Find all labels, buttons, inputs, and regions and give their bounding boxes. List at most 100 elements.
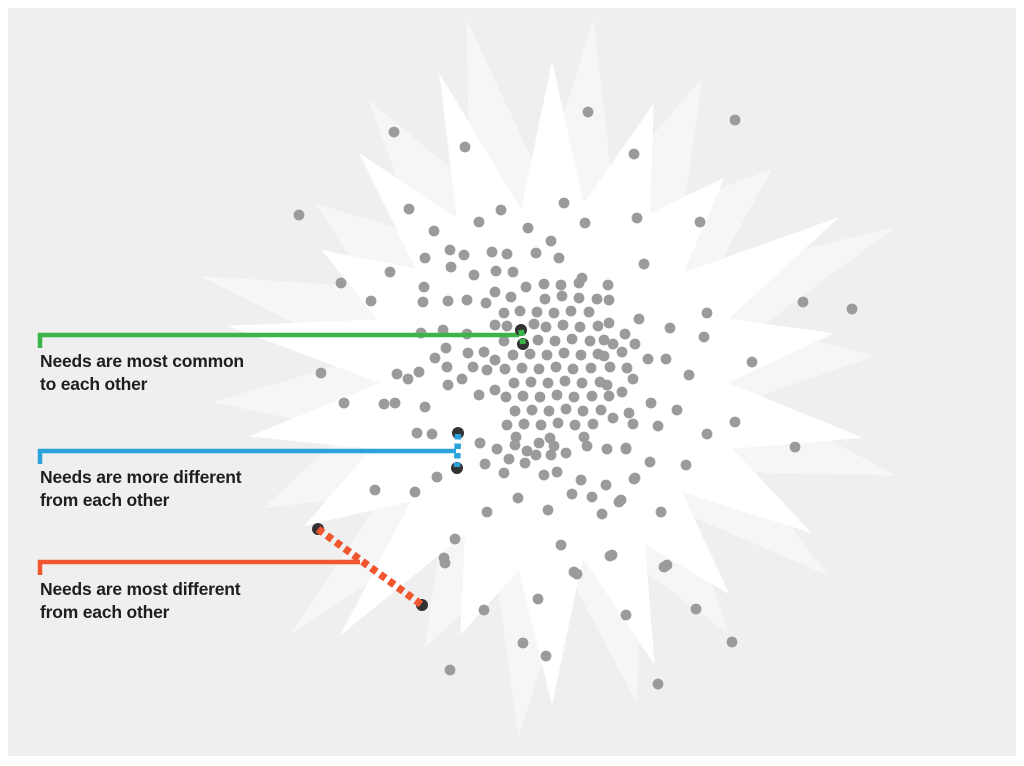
need-dot xyxy=(505,291,517,303)
need-dot xyxy=(468,269,480,281)
need-dot xyxy=(573,292,585,304)
need-dot xyxy=(456,373,468,385)
need-dot xyxy=(548,440,560,452)
need-dot xyxy=(603,294,615,306)
need-dot xyxy=(429,352,441,364)
need-dot xyxy=(573,277,585,289)
need-dot xyxy=(600,479,612,491)
need-dot xyxy=(575,474,587,486)
need-dot xyxy=(661,559,673,571)
need-dot xyxy=(598,334,610,346)
need-dot xyxy=(418,281,430,293)
need-dot xyxy=(459,141,471,153)
need-dot xyxy=(428,225,440,237)
need-dot xyxy=(797,296,809,308)
need-dot xyxy=(524,348,536,360)
annotation-bracket-most-common xyxy=(37,332,519,348)
need-dot xyxy=(726,636,738,648)
need-dot xyxy=(601,379,613,391)
need-dot xyxy=(569,419,581,431)
need-dot xyxy=(729,114,741,126)
need-dot xyxy=(467,361,479,373)
need-dot xyxy=(426,428,438,440)
need-dot xyxy=(551,389,563,401)
need-dot xyxy=(532,593,544,605)
need-dot xyxy=(607,338,619,350)
need-dot xyxy=(489,286,501,298)
need-dot xyxy=(501,320,513,332)
need-dot xyxy=(538,469,550,481)
need-dot xyxy=(409,486,421,498)
need-dot xyxy=(664,322,676,334)
need-dot xyxy=(501,419,513,431)
need-dot xyxy=(560,447,572,459)
need-dot xyxy=(556,290,568,302)
need-dot xyxy=(520,281,532,293)
need-dot xyxy=(559,375,571,387)
need-dot xyxy=(604,361,616,373)
need-dot xyxy=(518,418,530,430)
need-dot xyxy=(389,397,401,409)
need-dot xyxy=(391,368,403,380)
need-dot xyxy=(293,209,305,221)
need-dot xyxy=(566,488,578,500)
need-dot xyxy=(644,456,656,468)
need-dot xyxy=(620,442,632,454)
need-dot xyxy=(542,377,554,389)
need-dot xyxy=(623,407,635,419)
need-dot xyxy=(544,432,556,444)
need-dot xyxy=(458,249,470,261)
need-dot xyxy=(473,389,485,401)
need-dot xyxy=(698,331,710,343)
need-dot xyxy=(690,603,702,615)
need-dot xyxy=(514,305,526,317)
need-dot xyxy=(596,508,608,520)
need-dot xyxy=(512,492,524,504)
need-dot xyxy=(555,539,567,551)
need-dot xyxy=(441,361,453,373)
need-dot xyxy=(419,401,431,413)
need-dot xyxy=(500,391,512,403)
need-dot xyxy=(603,317,615,329)
need-dot xyxy=(532,334,544,346)
need-dot xyxy=(598,350,610,362)
need-dot xyxy=(431,471,443,483)
need-dot xyxy=(528,318,540,330)
need-dot xyxy=(489,319,501,331)
need-dot xyxy=(533,437,545,449)
need-dot xyxy=(535,419,547,431)
need-dot xyxy=(498,307,510,319)
need-dot xyxy=(315,367,327,379)
need-dot xyxy=(541,349,553,361)
need-dot xyxy=(694,216,706,228)
need-dot xyxy=(567,363,579,375)
need-dot xyxy=(480,297,492,309)
need-dot xyxy=(660,353,672,365)
need-dot xyxy=(616,346,628,358)
need-dot xyxy=(729,416,741,428)
need-dot xyxy=(560,403,572,415)
need-dot xyxy=(503,453,515,465)
need-dot xyxy=(582,106,594,118)
need-dot xyxy=(530,449,542,461)
need-dot xyxy=(613,496,625,508)
need-dot xyxy=(490,265,502,277)
need-dot xyxy=(671,404,683,416)
need-dot xyxy=(437,324,449,336)
need-dot xyxy=(619,328,631,340)
need-dot xyxy=(558,347,570,359)
need-dot xyxy=(565,305,577,317)
need-dot xyxy=(491,443,503,455)
need-dot xyxy=(549,335,561,347)
need-dot xyxy=(369,484,381,496)
need-dot xyxy=(577,405,589,417)
annotation-bracket-more-different xyxy=(37,448,456,464)
need-dot xyxy=(628,148,640,160)
need-dot xyxy=(558,197,570,209)
need-dot xyxy=(478,346,490,358)
need-dot xyxy=(473,216,485,228)
need-dot xyxy=(576,377,588,389)
need-dot xyxy=(545,235,557,247)
